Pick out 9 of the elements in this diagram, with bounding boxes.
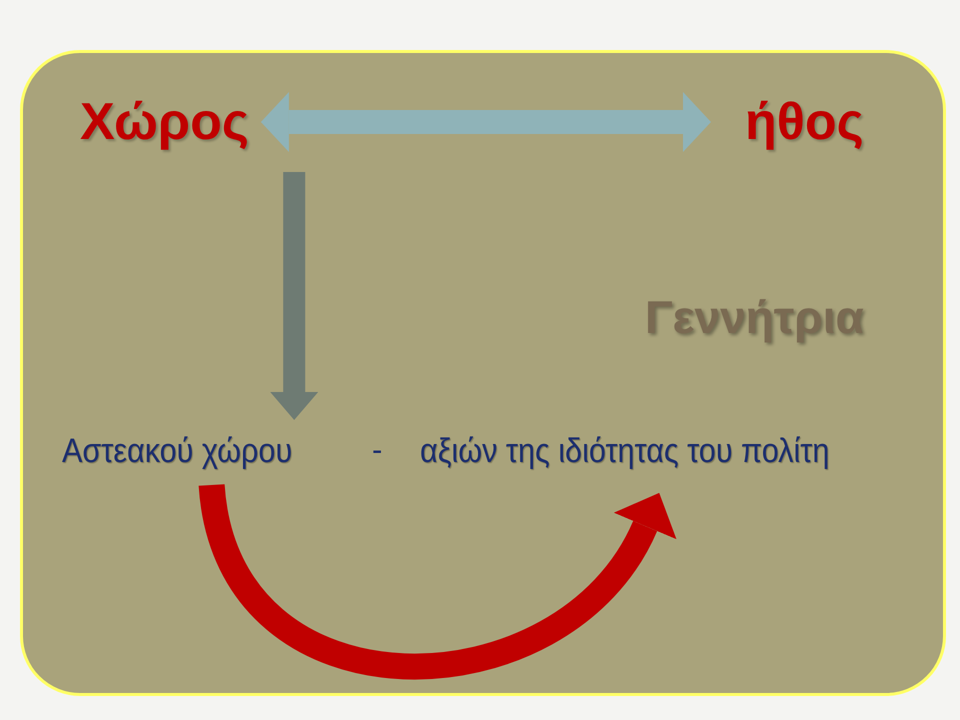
phrase-text: Αστεακού χώρου (62, 432, 292, 471)
phrase-text: αξιών της ιδιότητας του πολίτη (420, 432, 830, 471)
heading-text: Γεννήτρια (645, 290, 864, 344)
arrow (270, 172, 318, 420)
dash-text: - (372, 432, 382, 468)
heading-text: Χώρος (80, 92, 249, 152)
heading-text: ήθος (745, 92, 864, 152)
arrow (260, 92, 711, 152)
arrow (198, 482, 675, 680)
